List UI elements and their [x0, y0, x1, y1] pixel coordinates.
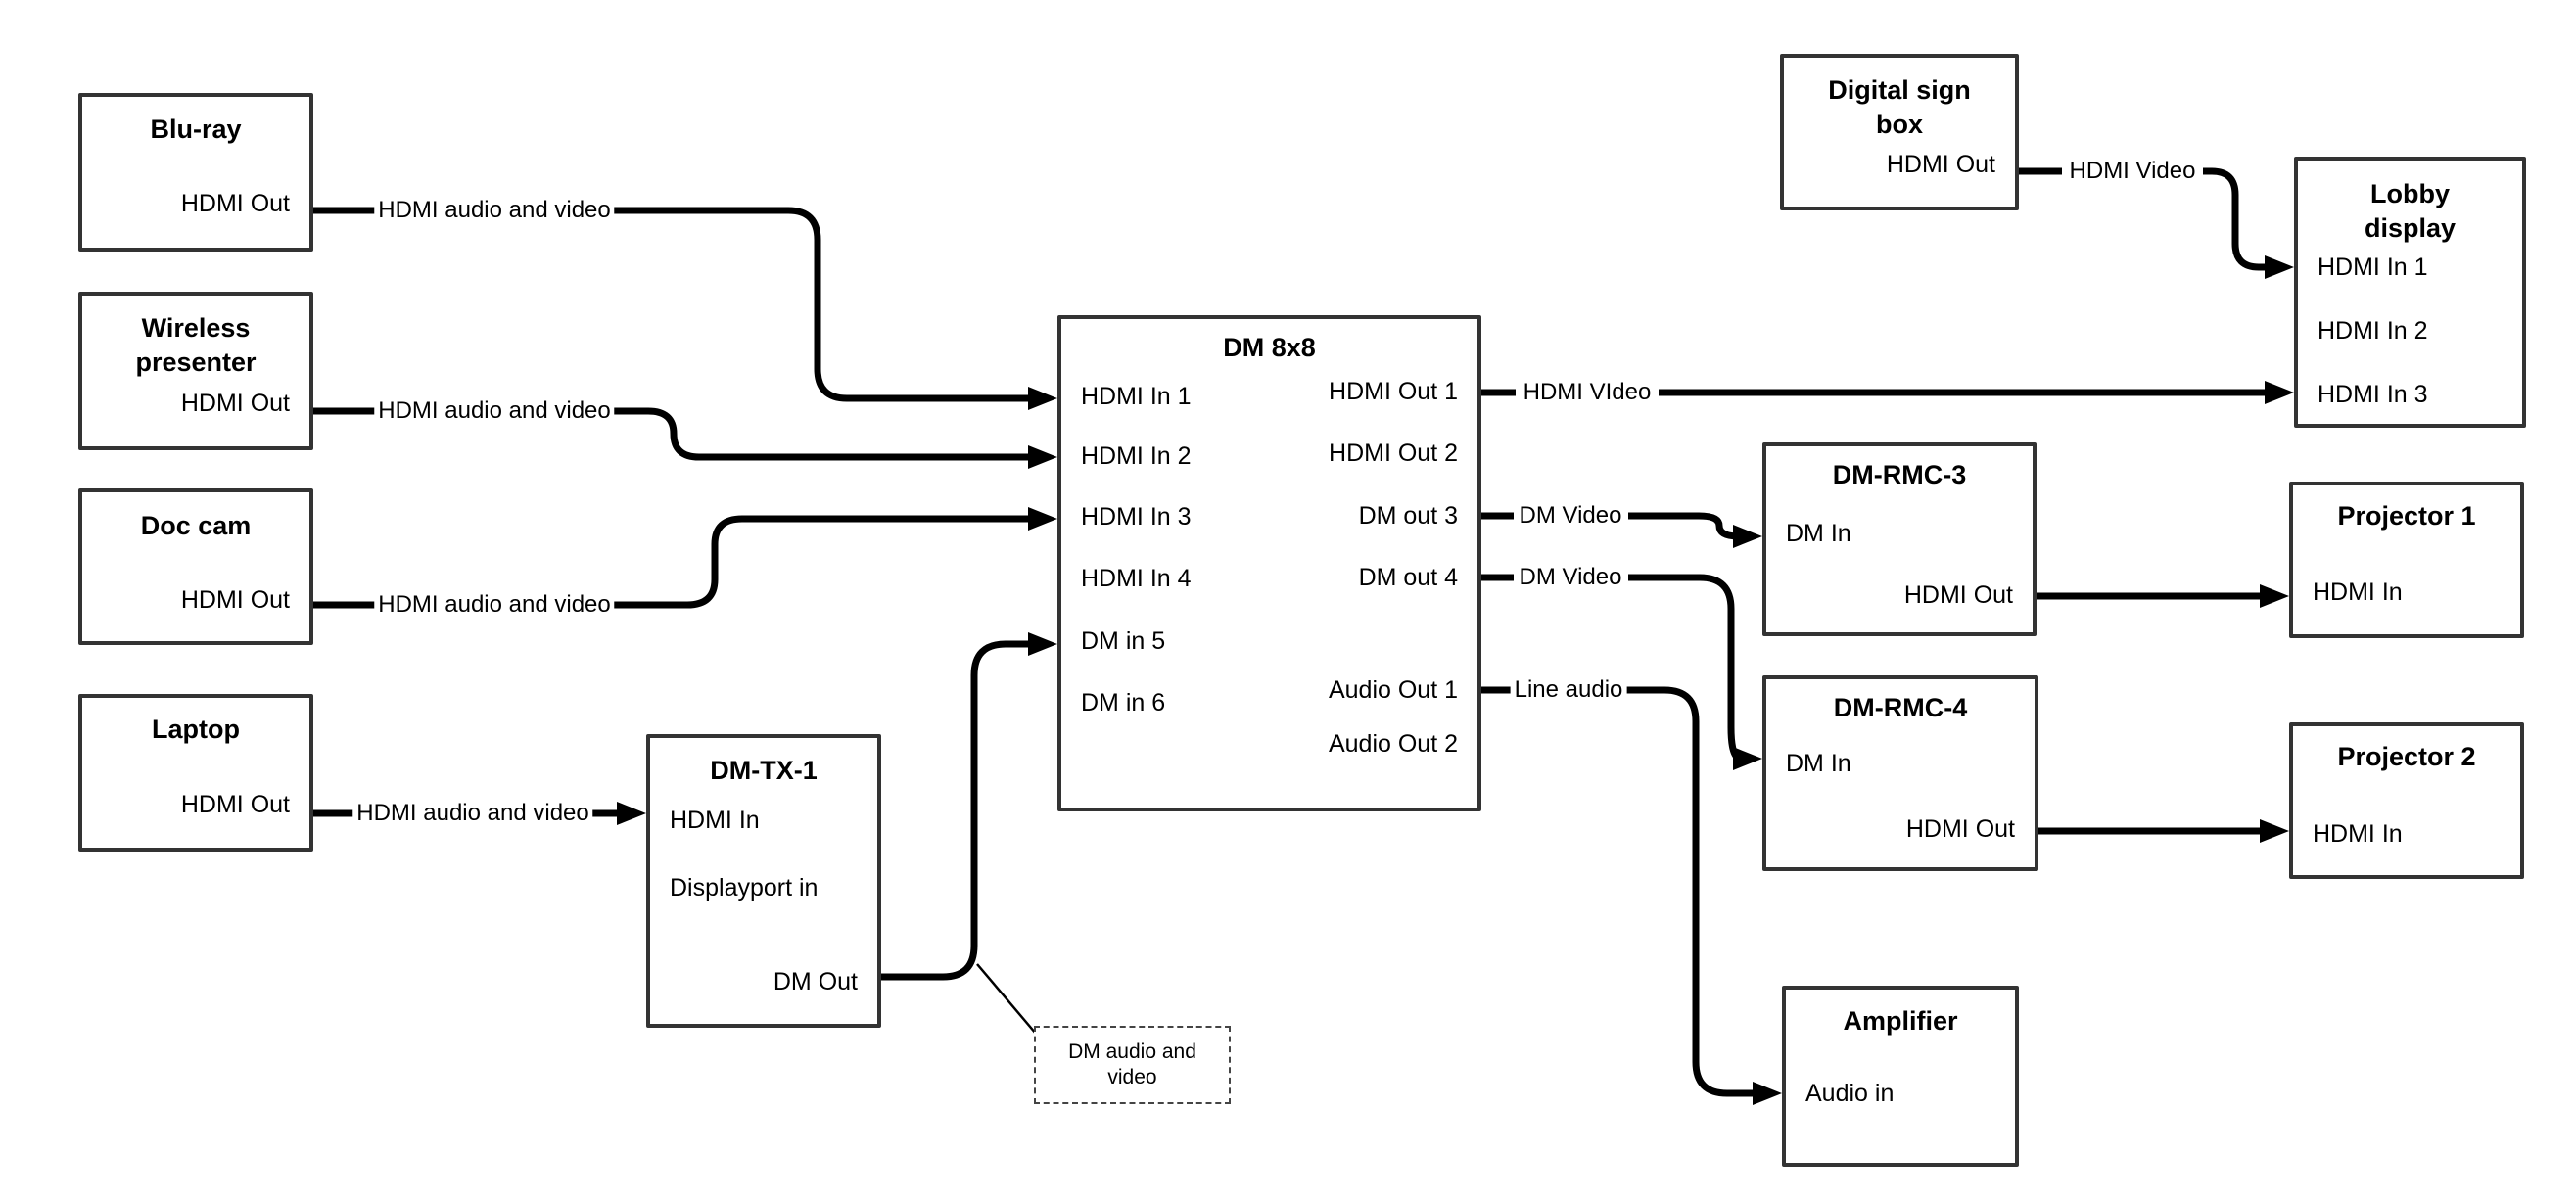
- wire-doccam-to-hdmi-in-3b: [609, 515, 1034, 609]
- box-lobby-display: Lobby display HDMI In 1 HDMI In 2 HDMI I…: [2294, 157, 2526, 428]
- note-leader-line: [976, 963, 1037, 1035]
- arrow-into-lobby-hdmi-in-3: [2265, 381, 2294, 404]
- lobby-port-hdmi-in-1: HDMI In 1: [2318, 254, 2428, 281]
- digital-sign-port-hdmi-out: HDMI Out: [1886, 151, 1995, 178]
- dm-8x8-port-dm-in-6: DM in 6: [1081, 689, 1166, 716]
- label-hdmi-video-out1: HDMI VIdeo: [1519, 379, 1656, 406]
- dm-8x8-port-hdmi-out-2: HDMI Out 2: [1329, 439, 1458, 467]
- box-dm-8x8-title: DM 8x8: [1223, 333, 1316, 362]
- box-blu-ray-title: Blu-ray: [150, 115, 242, 144]
- label-line-audio: Line audio: [1510, 676, 1627, 704]
- arrow-into-dmtx1-hdmi-in: [617, 802, 646, 825]
- box-laptop-title: Laptop: [152, 715, 240, 744]
- box-dm-tx-1-title: DM-TX-1: [710, 756, 818, 785]
- box-amplifier-title: Amplifier: [1843, 1006, 1958, 1036]
- note-line2: video: [1107, 1066, 1157, 1088]
- box-dm-tx-1: DM-TX-1 HDMI In Displayport in DM Out: [646, 734, 881, 1028]
- label-dm-video-out3: DM Video: [1515, 502, 1626, 530]
- dm-8x8-port-hdmi-in-3: HDMI In 3: [1081, 503, 1192, 531]
- wireless-port-hdmi-out: HDMI Out: [180, 390, 290, 417]
- arrow-into-hdmi-in-3: [1028, 507, 1057, 531]
- wire-dm-out-3-to-rmc3b: [1628, 512, 1740, 540]
- box-dm-8x8: DM 8x8 HDMI In 1 HDMI In 2 HDMI In 3 HDM…: [1057, 315, 1481, 811]
- box-digital-sign-title-line1: Digital sign: [1828, 75, 1971, 105]
- label-laptop-hdmi-av: HDMI audio and video: [352, 800, 593, 827]
- box-projector-1: Projector 1 HDMI In: [2289, 482, 2524, 638]
- dm-tx-1-port-dm-out: DM Out: [773, 968, 858, 995]
- dm-rmc-4-port-hdmi-out: HDMI Out: [1905, 815, 2015, 843]
- dm-rmc-3-port-dm-in: DM In: [1786, 520, 1851, 547]
- doc-cam-port-hdmi-out: HDMI Out: [180, 586, 290, 614]
- arrow-into-hdmi-in-2: [1028, 445, 1057, 469]
- label-doccam-hdmi-av: HDMI audio and video: [374, 591, 615, 619]
- arrow-into-dm-in-5: [1028, 632, 1057, 656]
- box-projector-2-title: Projector 2: [2337, 742, 2476, 771]
- box-projector-2: Projector 2 HDMI In: [2289, 722, 2524, 879]
- box-wireless-title-line2: presenter: [135, 347, 257, 377]
- note-dm-audio-video: DM audio and video: [1034, 1026, 1231, 1104]
- wire-wireless-to-hdmi-in-2b: [609, 407, 1034, 461]
- arrow-into-rmc3-dm-in: [1733, 525, 1762, 548]
- box-lobby-title-line2: display: [2364, 213, 2457, 243]
- box-projector-1-title: Projector 1: [2337, 501, 2476, 531]
- dm-tx-1-port-hdmi-in: HDMI In: [670, 807, 760, 834]
- box-doc-cam: Doc cam HDMI Out: [78, 488, 313, 645]
- arrow-into-proj1-hdmi-in: [2260, 584, 2289, 608]
- box-laptop: Laptop HDMI Out: [78, 694, 313, 852]
- box-blu-ray: Blu-ray HDMI Out: [78, 93, 313, 252]
- dm-8x8-port-hdmi-out-1: HDMI Out 1: [1329, 378, 1458, 405]
- dm-rmc-4-port-dm-in: DM In: [1786, 750, 1851, 777]
- wire-digitalsign-to-lobbyb: [2203, 167, 2271, 271]
- dm-8x8-port-dm-out-3: DM out 3: [1358, 502, 1458, 530]
- arrow-into-lobby-hdmi-in-1: [2265, 255, 2294, 279]
- box-digital-sign: Digital sign box HDMI Out: [1780, 54, 2019, 210]
- projector-2-port-hdmi-in: HDMI In: [2313, 820, 2403, 848]
- amplifier-port-audio-in: Audio in: [1805, 1080, 1895, 1107]
- box-wireless-title-line1: Wireless: [141, 313, 251, 343]
- dm-8x8-port-dm-out-4: DM out 4: [1358, 564, 1458, 591]
- lobby-port-hdmi-in-3: HDMI In 3: [2318, 381, 2428, 408]
- wire-dm-out-4-to-rmc4b: [1628, 574, 1742, 762]
- arrow-into-proj2-hdmi-in: [2260, 819, 2289, 843]
- dm-8x8-port-hdmi-in-1: HDMI In 1: [1081, 383, 1192, 410]
- dm-8x8-port-audio-out-2: Audio Out 2: [1328, 730, 1458, 758]
- box-dm-rmc-4-title: DM-RMC-4: [1833, 693, 1968, 722]
- laptop-port-hdmi-out: HDMI Out: [180, 791, 290, 818]
- label-hdmi-video-digitalsign: HDMI Video: [2065, 158, 2200, 185]
- dm-rmc-3-port-hdmi-out: HDMI Out: [1903, 581, 2013, 609]
- box-amplifier: Amplifier Audio in: [1782, 986, 2019, 1167]
- dm-tx-1-port-displayport-in: Displayport in: [670, 874, 819, 901]
- blu-ray-port-hdmi-out: HDMI Out: [180, 190, 290, 217]
- box-doc-cam-title: Doc cam: [140, 511, 252, 540]
- box-dm-rmc-3: DM-RMC-3 DM In HDMI Out: [1762, 442, 2037, 636]
- wire-dmtx1-to-dm-in-5: [881, 640, 1034, 981]
- lobby-port-hdmi-in-2: HDMI In 2: [2318, 317, 2428, 345]
- dm-8x8-port-hdmi-in-4: HDMI In 4: [1081, 565, 1192, 592]
- box-wireless-presenter: Wireless presenter HDMI Out: [78, 292, 313, 450]
- arrow-into-hdmi-in-1: [1028, 387, 1057, 410]
- wire-audio-out-1-to-ampb: [1625, 686, 1758, 1097]
- arrowheads: [617, 255, 2294, 1105]
- label-bluray-hdmi-av: HDMI audio and video: [374, 197, 615, 224]
- arrow-into-rmc4-dm-in: [1733, 747, 1762, 770]
- dm-8x8-port-dm-in-5: DM in 5: [1081, 627, 1166, 655]
- label-dm-video-out4: DM Video: [1515, 564, 1626, 591]
- wire-bluray-to-hdmi-in-1b: [609, 207, 1034, 402]
- box-dm-rmc-4: DM-RMC-4 DM In HDMI Out: [1762, 675, 2038, 871]
- dm-8x8-port-audio-out-1: Audio Out 1: [1328, 676, 1458, 704]
- arrow-into-amp-audio-in: [1753, 1082, 1782, 1105]
- box-dm-rmc-3-title: DM-RMC-3: [1832, 460, 1967, 489]
- box-lobby-title-line1: Lobby: [2370, 179, 2450, 208]
- dm-8x8-port-hdmi-in-2: HDMI In 2: [1081, 442, 1192, 470]
- label-wireless-hdmi-av: HDMI audio and video: [374, 397, 615, 425]
- note-line1: DM audio and: [1068, 1040, 1196, 1063]
- box-digital-sign-title-line2: box: [1875, 110, 1923, 139]
- projector-1-port-hdmi-in: HDMI In: [2313, 578, 2403, 606]
